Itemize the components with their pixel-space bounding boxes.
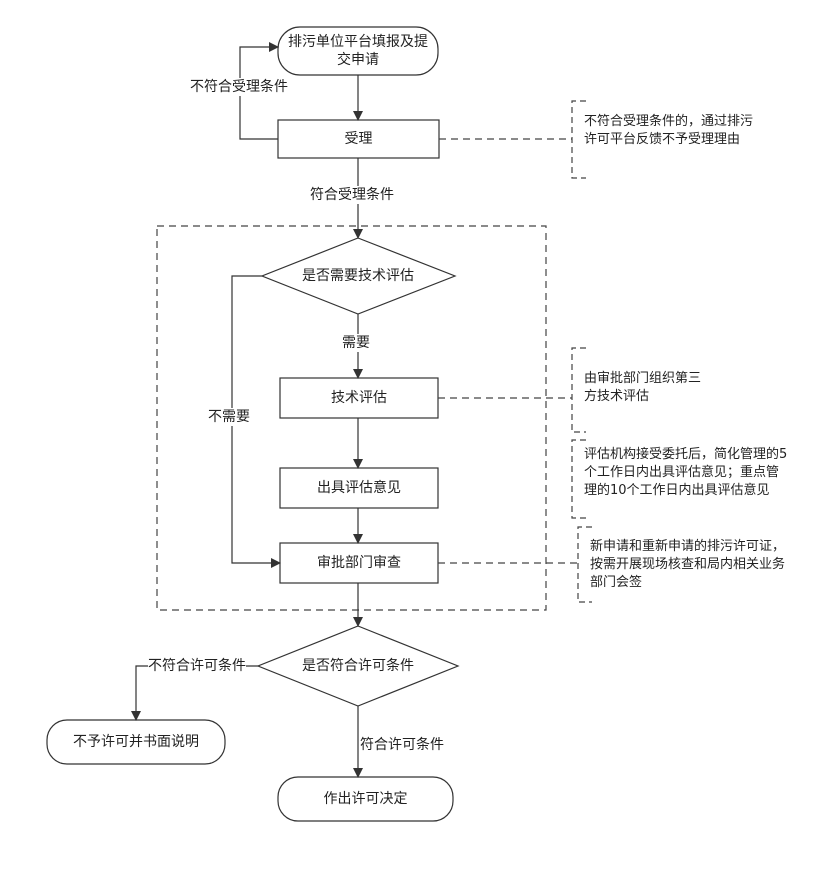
node-issue-opinion-shape[interactable] <box>279 467 439 509</box>
note-bracket-third-party <box>571 347 586 433</box>
node-meets-conditions[interactable]: 是否符合许可条件 <box>302 658 414 674</box>
edge-label-no-need: 不需要 <box>208 408 250 426</box>
note-timeline: 评估机构接受委托后，简化管理的5个工作日内出具评估意见；重点管理的10个工作日内… <box>584 447 788 498</box>
edge-label-not-accept: 不符合受理条件 <box>190 78 288 96</box>
note-bracket-timeline <box>571 439 586 519</box>
node-deny[interactable]: 不予许可并书面说明 <box>73 734 199 750</box>
node-accept[interactable]: 受理 <box>344 131 373 147</box>
node-need-assess[interactable]: 是否需要技术评估 <box>302 268 414 284</box>
node-issue-opinion[interactable]: 出具评估意见 <box>317 480 401 496</box>
edge-label-not-meet: 不符合许可条件 <box>148 657 246 675</box>
node-tech-assess[interactable]: 技术评估 <box>331 390 387 406</box>
note-reject-reason: 不符合受理条件的，通过排污许可平台反馈不予受理理由 <box>584 114 754 147</box>
note-site-check: 新申请和重新申请的排污许可证，按需开展现场核查和局内相关业务部门会签 <box>590 539 786 590</box>
tech-review-region <box>156 225 547 611</box>
node-decision-shape[interactable] <box>277 776 454 822</box>
note-bracket-site-check <box>577 526 592 603</box>
edge-label-accept-ok: 符合受理条件 <box>310 186 394 204</box>
edge-label-need: 需要 <box>342 334 370 352</box>
node-accept-shape[interactable] <box>277 119 440 159</box>
note-bracket-reject <box>571 100 586 179</box>
note-third-party: 由审批部门组织第三方技术评估 <box>584 371 702 404</box>
node-dept-review[interactable]: 审批部门审查 <box>317 555 401 571</box>
edge-label-meet: 符合许可条件 <box>360 736 444 754</box>
node-submit[interactable]: 排污单位平台填报及提交申请 <box>288 34 428 68</box>
node-decision[interactable]: 作出许可决定 <box>323 791 408 807</box>
